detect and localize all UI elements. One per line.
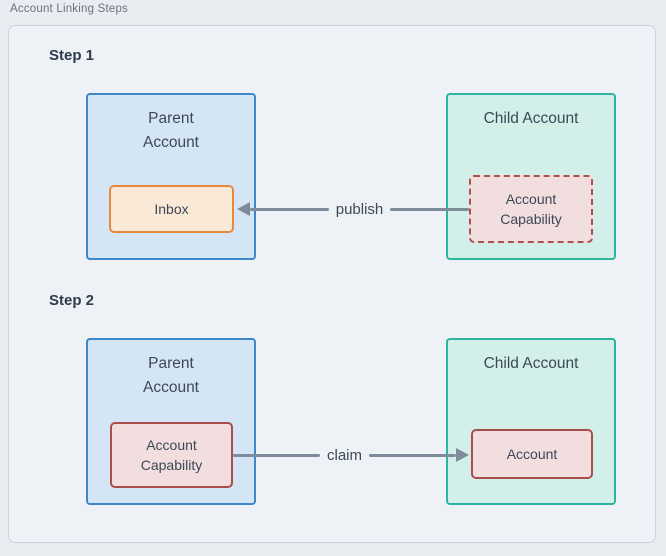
- step-1-heading: Step 1: [49, 47, 95, 64]
- step-1-parent-account-box: Parent Account: [86, 93, 256, 260]
- publish-arrow: publish: [237, 195, 470, 223]
- arrow-left-head-icon: [237, 202, 250, 216]
- step-2-child-account-box: Child Account: [446, 338, 616, 505]
- step-1-parent-account-title: Parent Account: [142, 110, 199, 151]
- step-2-account-label: Account: [506, 446, 558, 462]
- step-1-inbox-box: Inbox: [109, 185, 234, 233]
- diagram-frame: Step 1 Parent Account Inbox Child Accoun…: [8, 25, 656, 543]
- claim-arrow: claim: [233, 441, 470, 469]
- step-1-inbox-label: Inbox: [154, 201, 189, 217]
- step-1-child-account-title: Child Account: [483, 110, 579, 127]
- step-2-heading: Step 2: [49, 292, 95, 309]
- claim-arrow-label: claim: [327, 446, 363, 464]
- step-1-account-capability-box: Account Capability: [469, 175, 593, 243]
- arrow-shaft: [250, 207, 329, 211]
- step-2-account-box: Account: [471, 429, 593, 479]
- arrow-shaft: [233, 453, 320, 457]
- step-2-account-capability-label: Account Capability: [140, 437, 203, 473]
- step-2-child-account-title: Child Account: [483, 355, 579, 372]
- step-2-account-capability-box: Account Capability: [110, 422, 233, 488]
- arrow-shaft: [369, 453, 457, 457]
- arrow-right-head-icon: [456, 448, 470, 462]
- diagram-title: Account Linking Steps: [10, 3, 128, 15]
- step-1-account-capability-label: Account Capability: [500, 191, 562, 227]
- publish-arrow-label: publish: [335, 200, 384, 218]
- step-2-parent-account-title: Parent Account: [142, 355, 199, 396]
- arrow-shaft: [390, 207, 470, 211]
